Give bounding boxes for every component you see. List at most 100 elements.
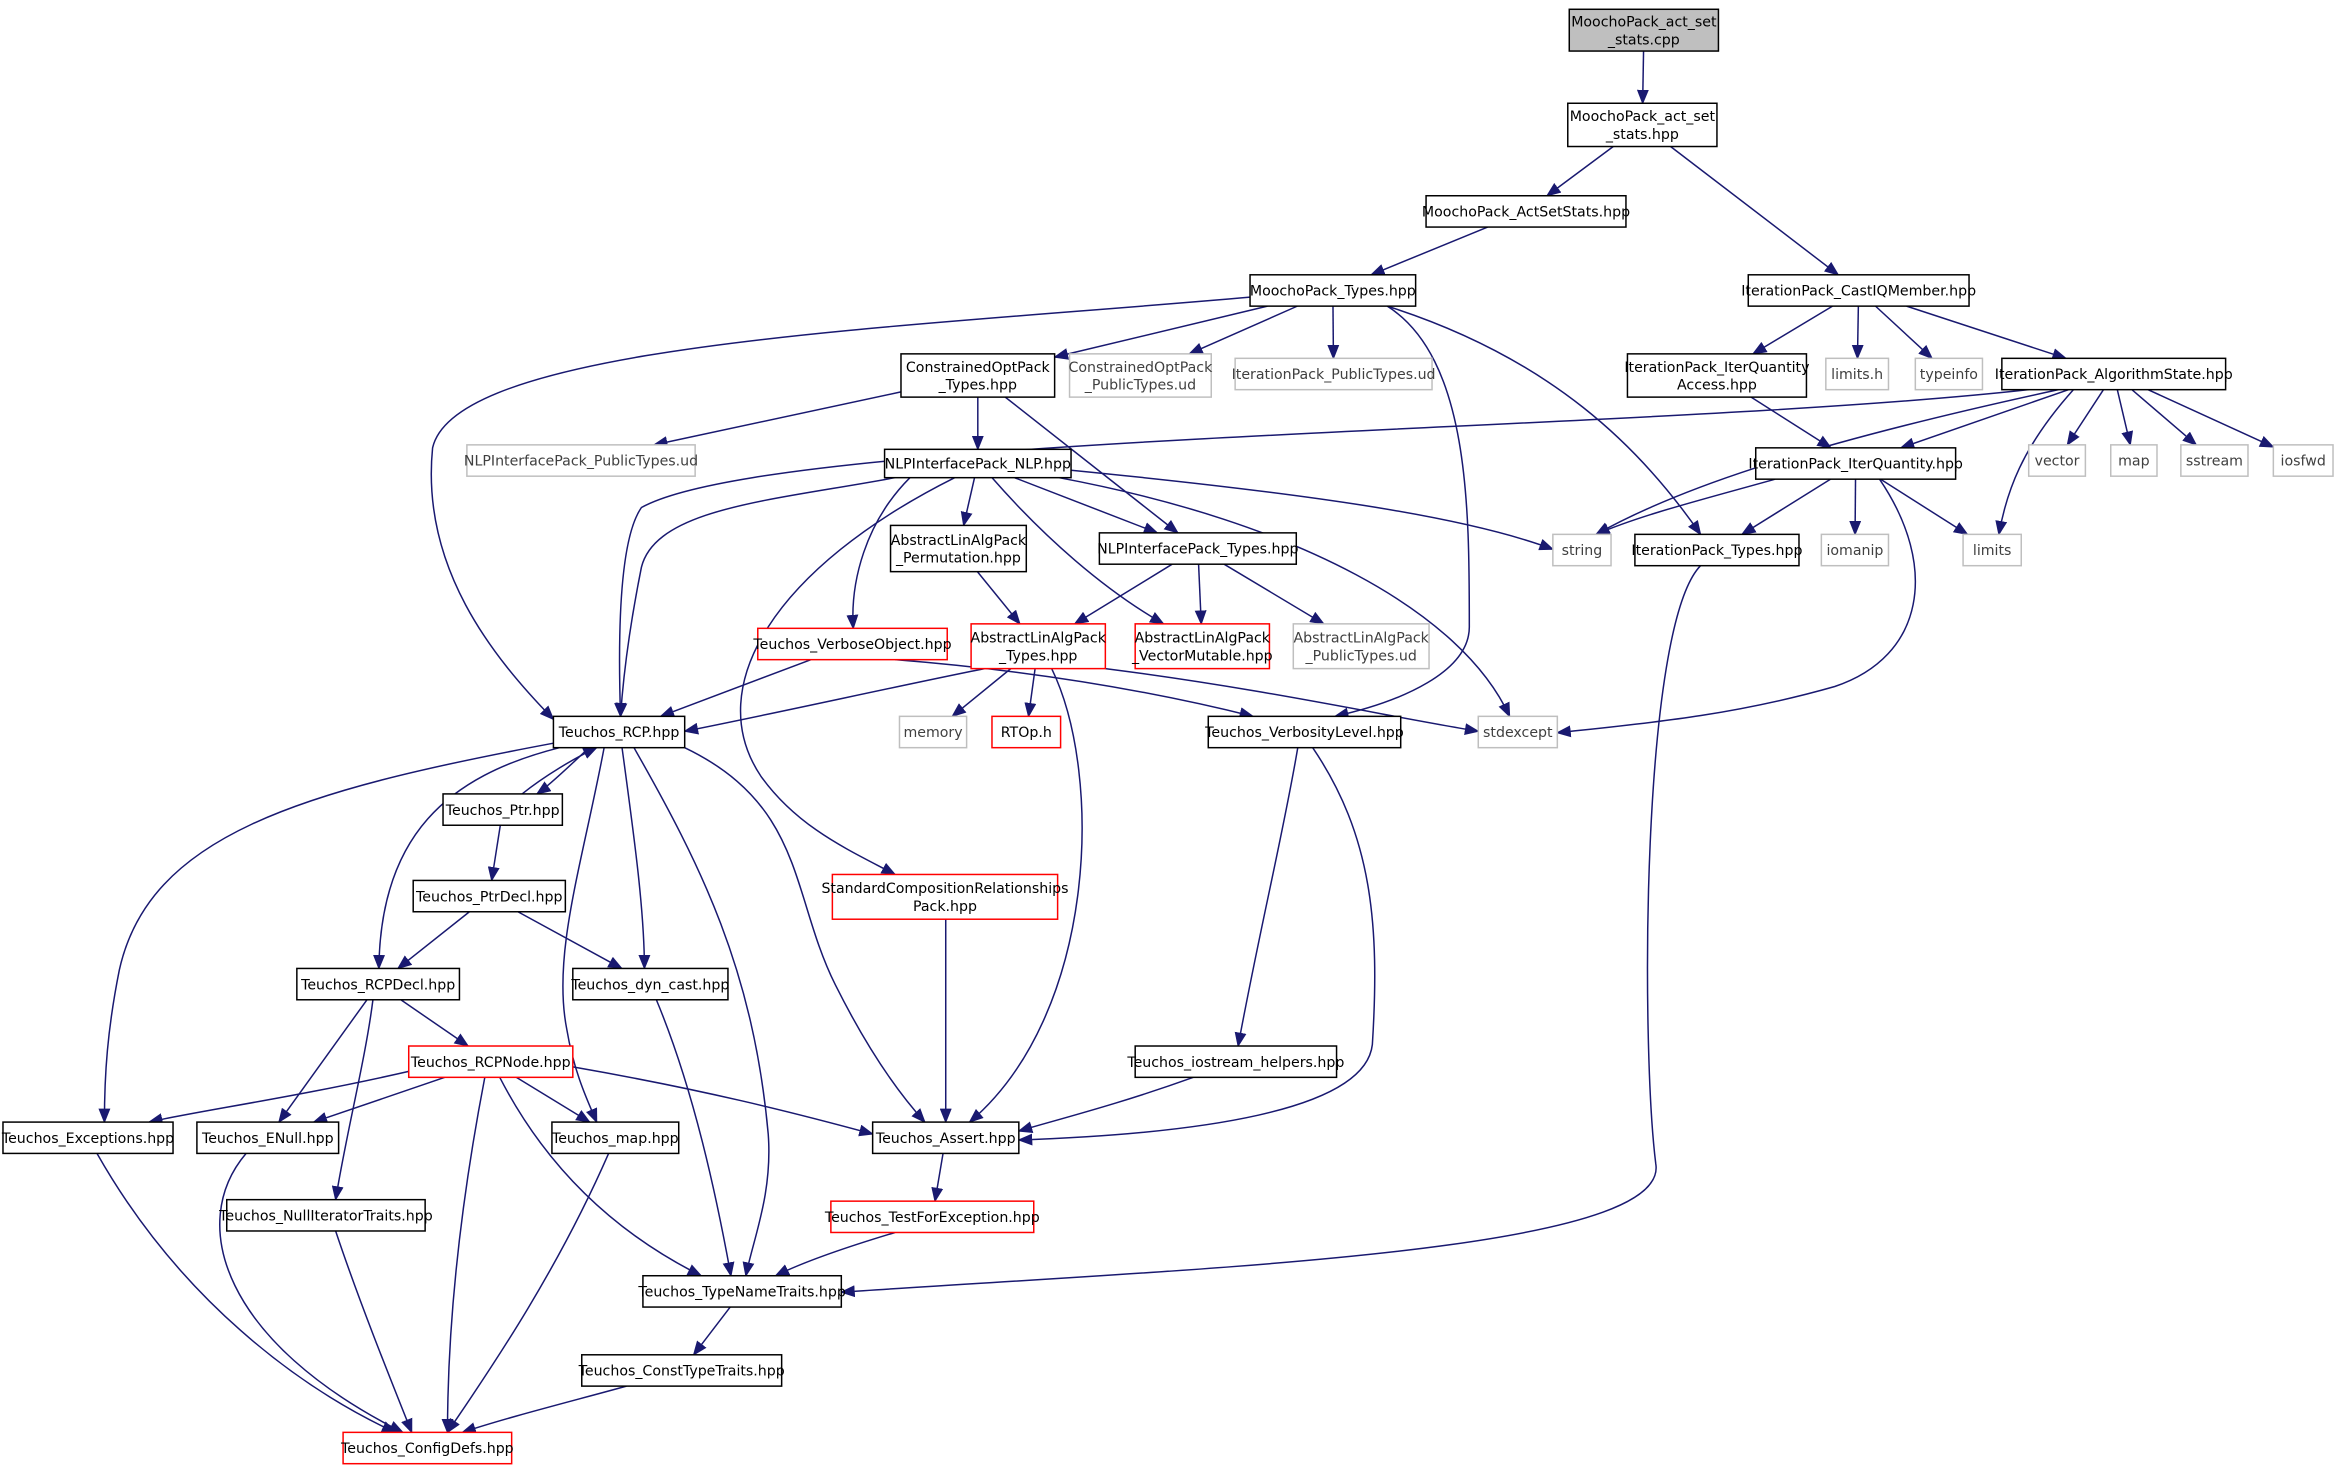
edge-rcpdecl-to-rcpnode bbox=[401, 1000, 468, 1046]
node-ptrdecl[interactable]: Teuchos_PtrDecl.hpp bbox=[413, 880, 565, 911]
node-act-set-hpp[interactable]: MoochoPack_act_set_stats.hpp bbox=[1568, 103, 1717, 146]
node-actsetstats[interactable]: MoochoPack_ActSetStats.hpp bbox=[1422, 196, 1630, 227]
edge-moocho_types-to-iter_types bbox=[1387, 306, 1700, 534]
node-label: IterationPack_CastIQMember.hpp bbox=[1741, 284, 1976, 300]
edge-act_set_hpp-to-actsetstats bbox=[1547, 147, 1613, 196]
edge-conopt_types-to-nlpi_public bbox=[654, 392, 901, 445]
node-root[interactable]: MoochoPack_act_set_stats.cpp bbox=[1569, 9, 1718, 51]
node-tmap[interactable]: Teuchos_map.hpp bbox=[551, 1122, 679, 1153]
node-verboseobj[interactable]: Teuchos_VerboseObject.hpp bbox=[752, 628, 951, 659]
node-label: limits.h bbox=[1831, 367, 1883, 383]
node-label: _Permutation.hpp bbox=[895, 551, 1021, 567]
node-label: map bbox=[2118, 454, 2149, 470]
node-label: _Types.hpp bbox=[998, 648, 1077, 664]
edge-moocho_types-to-conopt_types bbox=[1055, 306, 1268, 357]
node-vecmutable[interactable]: AbstractLinAlgPack_VectorMutable.hpp bbox=[1131, 624, 1273, 669]
node-permutation[interactable]: AbstractLinAlgPack _Permutation.hpp bbox=[891, 525, 1027, 571]
node-label: iosfwd bbox=[2281, 454, 2326, 470]
node-assert[interactable]: Teuchos_Assert.hpp bbox=[873, 1122, 1019, 1153]
node-label: ConstrainedOptPack bbox=[906, 360, 1051, 376]
node-label: _stats.hpp bbox=[1605, 127, 1679, 143]
node-iostream-helpers[interactable]: Teuchos_iostream_helpers.hpp bbox=[1126, 1046, 1344, 1077]
node-label: sstream bbox=[2186, 454, 2243, 470]
node-stdexcept: stdexcept bbox=[1478, 716, 1557, 747]
node-label: typeinfo bbox=[1920, 367, 1978, 383]
edge-rcp-to-rcpdecl bbox=[379, 748, 559, 969]
edge-act_set_hpp-to-castiq bbox=[1671, 147, 1839, 275]
node-label: IterationPack_PublicTypes.ud bbox=[1232, 367, 1436, 383]
node-nlpi-public: NLPInterfacePack_PublicTypes.ud bbox=[464, 445, 698, 476]
node-consttypetraits[interactable]: Teuchos_ConstTypeTraits.hpp bbox=[578, 1355, 785, 1386]
node-verbosity[interactable]: Teuchos_VerbosityLevel.hpp bbox=[1204, 716, 1404, 747]
edge-rcpnode-to-configdefs bbox=[448, 1077, 485, 1432]
edge-rcpnode-to-typenametraits bbox=[500, 1077, 701, 1275]
node-label: StandardCompositionRelationships bbox=[821, 881, 1068, 897]
node-ala-types[interactable]: AbstractLinAlgPack_Types.hpp bbox=[971, 624, 1107, 669]
node-rcp[interactable]: Teuchos_RCP.hpp bbox=[553, 716, 684, 747]
edge-verbosity-to-iostream_helpers bbox=[1238, 748, 1298, 1046]
node-label: AbstractLinAlgPack bbox=[1293, 631, 1429, 647]
node-dyncast[interactable]: Teuchos_dyn_cast.hpp bbox=[570, 968, 729, 999]
node-ptr[interactable]: Teuchos_Ptr.hpp bbox=[443, 794, 562, 825]
node-moocho-types[interactable]: MoochoPack_Types.hpp bbox=[1250, 275, 1416, 306]
node-enull[interactable]: Teuchos_ENull.hpp bbox=[197, 1122, 339, 1153]
edge-tmap-to-configdefs bbox=[448, 1153, 609, 1432]
node-algstate[interactable]: IterationPack_AlgorithmState.hpp bbox=[1995, 358, 2233, 389]
node-iter-types[interactable]: IterationPack_Types.hpp bbox=[1631, 534, 1802, 565]
edge-nlp-to-stdexcept bbox=[1059, 478, 1509, 717]
node-configdefs[interactable]: Teuchos_ConfigDefs.hpp bbox=[340, 1432, 514, 1463]
node-label: Pack.hpp bbox=[913, 899, 977, 915]
node-label: limits bbox=[1973, 543, 2012, 559]
node-conopt-types[interactable]: ConstrainedOptPack_Types.hpp bbox=[901, 354, 1055, 397]
node-label: string bbox=[1562, 543, 1603, 559]
node-nulliter[interactable]: Teuchos_NullIteratorTraits.hpp bbox=[218, 1200, 433, 1231]
node-label: Teuchos_dyn_cast.hpp bbox=[570, 977, 729, 993]
node-label: Teuchos_Assert.hpp bbox=[875, 1131, 1016, 1147]
edge-ala_types-to-memory bbox=[952, 669, 1010, 717]
edge-moocho_types-to-conopt_public bbox=[1189, 306, 1297, 354]
node-rcpnode[interactable]: Teuchos_RCPNode.hpp bbox=[409, 1046, 573, 1077]
nodes-layer: MoochoPack_act_set_stats.cppMoochoPack_a… bbox=[1, 9, 2333, 1463]
node-label: IterationPack_AlgorithmState.hpp bbox=[1995, 367, 2233, 383]
node-typenametraits[interactable]: Teuchos_TypeNameTraits.hpp bbox=[637, 1276, 845, 1307]
edge-nlp-to-permutation bbox=[964, 478, 975, 526]
edge-testforexc-to-typenametraits bbox=[776, 1232, 895, 1275]
node-label: AbstractLinAlgPack bbox=[891, 533, 1027, 549]
edge-castiq-to-algstate bbox=[1907, 306, 2066, 358]
node-label: NLPInterfacePack_NLP.hpp bbox=[885, 457, 1071, 473]
node-label: IterationPack_IterQuantity bbox=[1624, 360, 1809, 376]
node-limits-h: limits.h bbox=[1826, 358, 1889, 389]
edge-root-to-act_set_hpp bbox=[1643, 51, 1644, 103]
node-rcpdecl[interactable]: Teuchos_RCPDecl.hpp bbox=[297, 968, 460, 999]
node-exceptions[interactable]: Teuchos_Exceptions.hpp bbox=[1, 1122, 174, 1153]
edge-algstate-to-map bbox=[2117, 390, 2130, 445]
node-castiq[interactable]: IterationPack_CastIQMember.hpp bbox=[1741, 275, 1976, 306]
node-rtop[interactable]: RTOp.h bbox=[992, 716, 1061, 747]
node-label: stdexcept bbox=[1483, 725, 1553, 741]
node-label: IterationPack_IterQuantity.hpp bbox=[1748, 457, 1963, 473]
edge-assert-to-testforexc bbox=[935, 1153, 943, 1201]
node-label: Teuchos_ConfigDefs.hpp bbox=[340, 1441, 514, 1457]
edge-verboseobj-to-rcp bbox=[661, 660, 811, 717]
edge-consttypetraits-to-configdefs bbox=[462, 1386, 626, 1432]
node-ala-public: AbstractLinAlgPack_PublicTypes.ud bbox=[1293, 624, 1429, 669]
node-string: string bbox=[1553, 534, 1611, 565]
node-label: Teuchos_RCPNode.hpp bbox=[410, 1055, 571, 1071]
edge-castiq-to-typeinfo bbox=[1876, 306, 1933, 358]
node-nlp[interactable]: NLPInterfacePack_NLP.hpp bbox=[885, 449, 1071, 477]
edge-iostream_helpers-to-assert bbox=[1019, 1077, 1194, 1131]
edge-actsetstats-to-moocho_types bbox=[1371, 227, 1488, 275]
node-label: Teuchos_TypeNameTraits.hpp bbox=[637, 1285, 845, 1301]
node-iterquantity[interactable]: IterationPack_IterQuantity.hpp bbox=[1748, 448, 1963, 479]
edge-rcp-to-dyncast bbox=[622, 748, 644, 969]
node-label: memory bbox=[903, 725, 962, 741]
edge-nulliter-to-configdefs bbox=[336, 1231, 412, 1432]
node-testforexc[interactable]: Teuchos_TestForException.hpp bbox=[824, 1201, 1040, 1232]
node-nlpi-types[interactable]: NLPInterfacePack_Types.hpp bbox=[1097, 533, 1298, 564]
edge-ptrdecl-to-rcpdecl bbox=[398, 912, 469, 969]
node-conopt-public: ConstrainedOptPack_PublicTypes.ud bbox=[1069, 354, 1214, 397]
node-label: Teuchos_PtrDecl.hpp bbox=[415, 889, 562, 905]
edge-ptr-to-ptrdecl bbox=[492, 825, 501, 880]
